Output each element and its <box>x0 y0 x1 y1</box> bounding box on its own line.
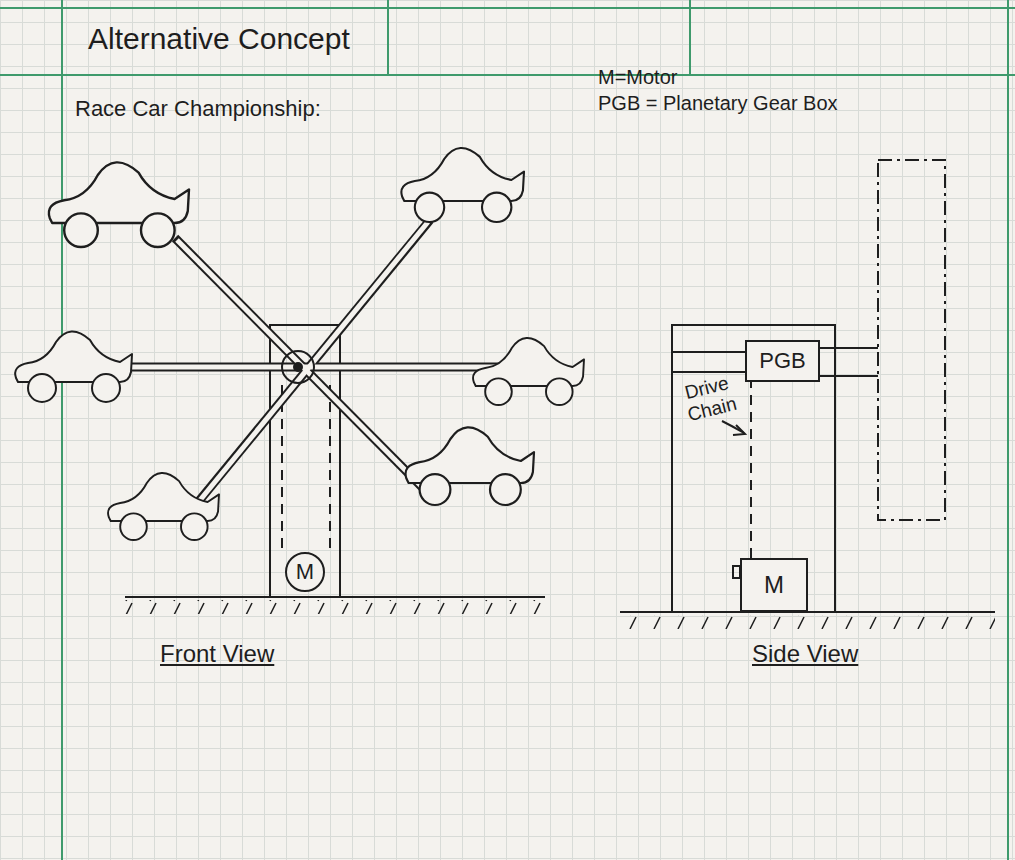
sketch-stroke <box>294 363 302 371</box>
component-box: PGB <box>745 340 820 382</box>
sketch-stroke <box>620 615 995 629</box>
sketch-stroke <box>672 325 835 612</box>
sketch-stroke <box>61 0 63 860</box>
sketch-stroke <box>820 347 878 349</box>
sketch-stroke <box>878 160 945 520</box>
sketch-stroke <box>0 7 1015 9</box>
sketch-stroke <box>177 240 423 488</box>
label: Drive Chain <box>678 371 741 426</box>
side-view-sketch <box>620 160 995 629</box>
sketch-stroke <box>401 148 524 222</box>
sketch-stroke <box>733 566 740 578</box>
note-text: Drive Chain <box>683 372 739 425</box>
sketch-stroke <box>406 427 534 505</box>
sketch-stroke <box>1007 0 1009 860</box>
sketch-stroke <box>473 338 584 405</box>
front-view-sketch <box>15 148 584 614</box>
sketch-stroke <box>722 421 744 433</box>
sketch-stroke <box>125 600 545 614</box>
sketch-stroke <box>672 351 745 353</box>
label: Front View <box>160 640 274 668</box>
view-heading: Side View <box>752 640 858 667</box>
note-text: M=Motor <box>598 66 677 88</box>
sketch-stroke <box>282 351 314 383</box>
sketch-stroke <box>0 74 1015 76</box>
label: PGB = Planetary Gear Box <box>598 92 838 115</box>
label: Side View <box>752 640 858 668</box>
sketch-stroke <box>108 473 219 540</box>
node-text: M <box>296 559 314 585</box>
drive-chain-line <box>750 382 752 558</box>
note-text: Race Car Championship: <box>75 96 321 121</box>
title: Alternative Concept <box>88 22 350 57</box>
sketch-stroke <box>672 371 745 373</box>
sketch-stroke <box>49 162 189 247</box>
sketch-stroke <box>387 0 389 75</box>
motor-circle: M <box>285 552 325 592</box>
label: M=Motor <box>598 66 677 89</box>
node-text: PGB <box>759 348 805 374</box>
note-text: PGB = Planetary Gear Box <box>598 92 838 114</box>
sketch-stroke <box>689 0 691 75</box>
view-heading: Front View <box>160 640 274 667</box>
sketch-stroke <box>733 425 745 435</box>
sketch-stroke <box>125 596 545 598</box>
sketch-stroke <box>15 331 132 402</box>
label: Race Car Championship: <box>75 96 321 121</box>
sketch-stroke <box>329 385 331 548</box>
sketch-stroke <box>281 385 283 548</box>
title-text: Alternative Concept <box>88 22 350 55</box>
sketch-stroke <box>820 375 878 377</box>
component-box: M <box>740 558 808 612</box>
node-text: M <box>764 571 784 599</box>
